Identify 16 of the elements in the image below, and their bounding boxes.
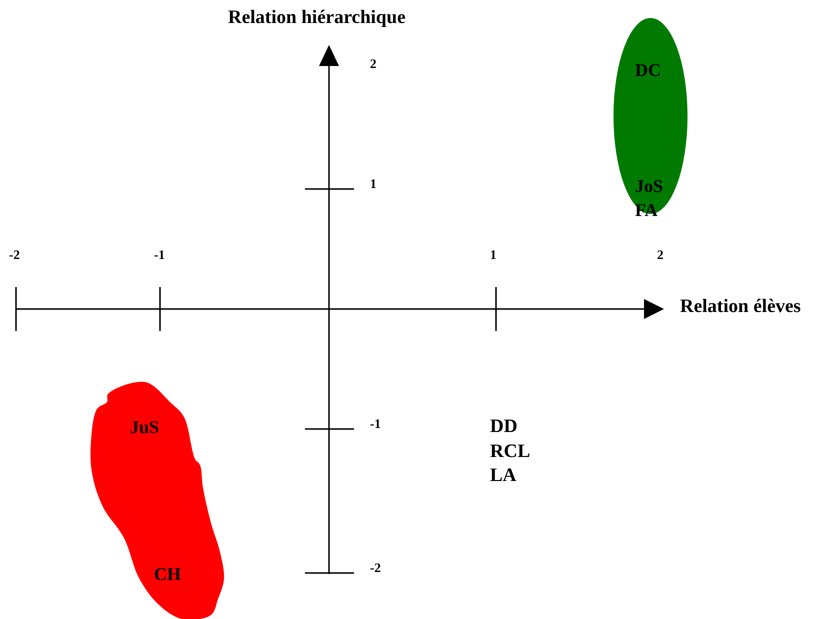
name-label: DD xyxy=(490,416,518,438)
axis-title: Relation élèves xyxy=(680,296,801,318)
axis-title: Relation hiérarchique xyxy=(228,7,406,29)
name-label: JuS xyxy=(130,416,160,439)
name-label: CH xyxy=(154,563,181,586)
tick-label: -1 xyxy=(154,248,165,263)
tick-label: 1 xyxy=(370,177,376,192)
tick-label: 1 xyxy=(490,248,496,263)
name-label: LA xyxy=(490,465,516,487)
tick-label: 2 xyxy=(657,248,664,263)
name-label: RCL xyxy=(490,441,530,463)
tick-label: -2 xyxy=(9,248,20,263)
name-label: DC xyxy=(635,59,661,82)
tick-label: 2 xyxy=(370,57,376,72)
tick-label: -1 xyxy=(370,417,381,432)
tick-label: -2 xyxy=(370,561,381,576)
